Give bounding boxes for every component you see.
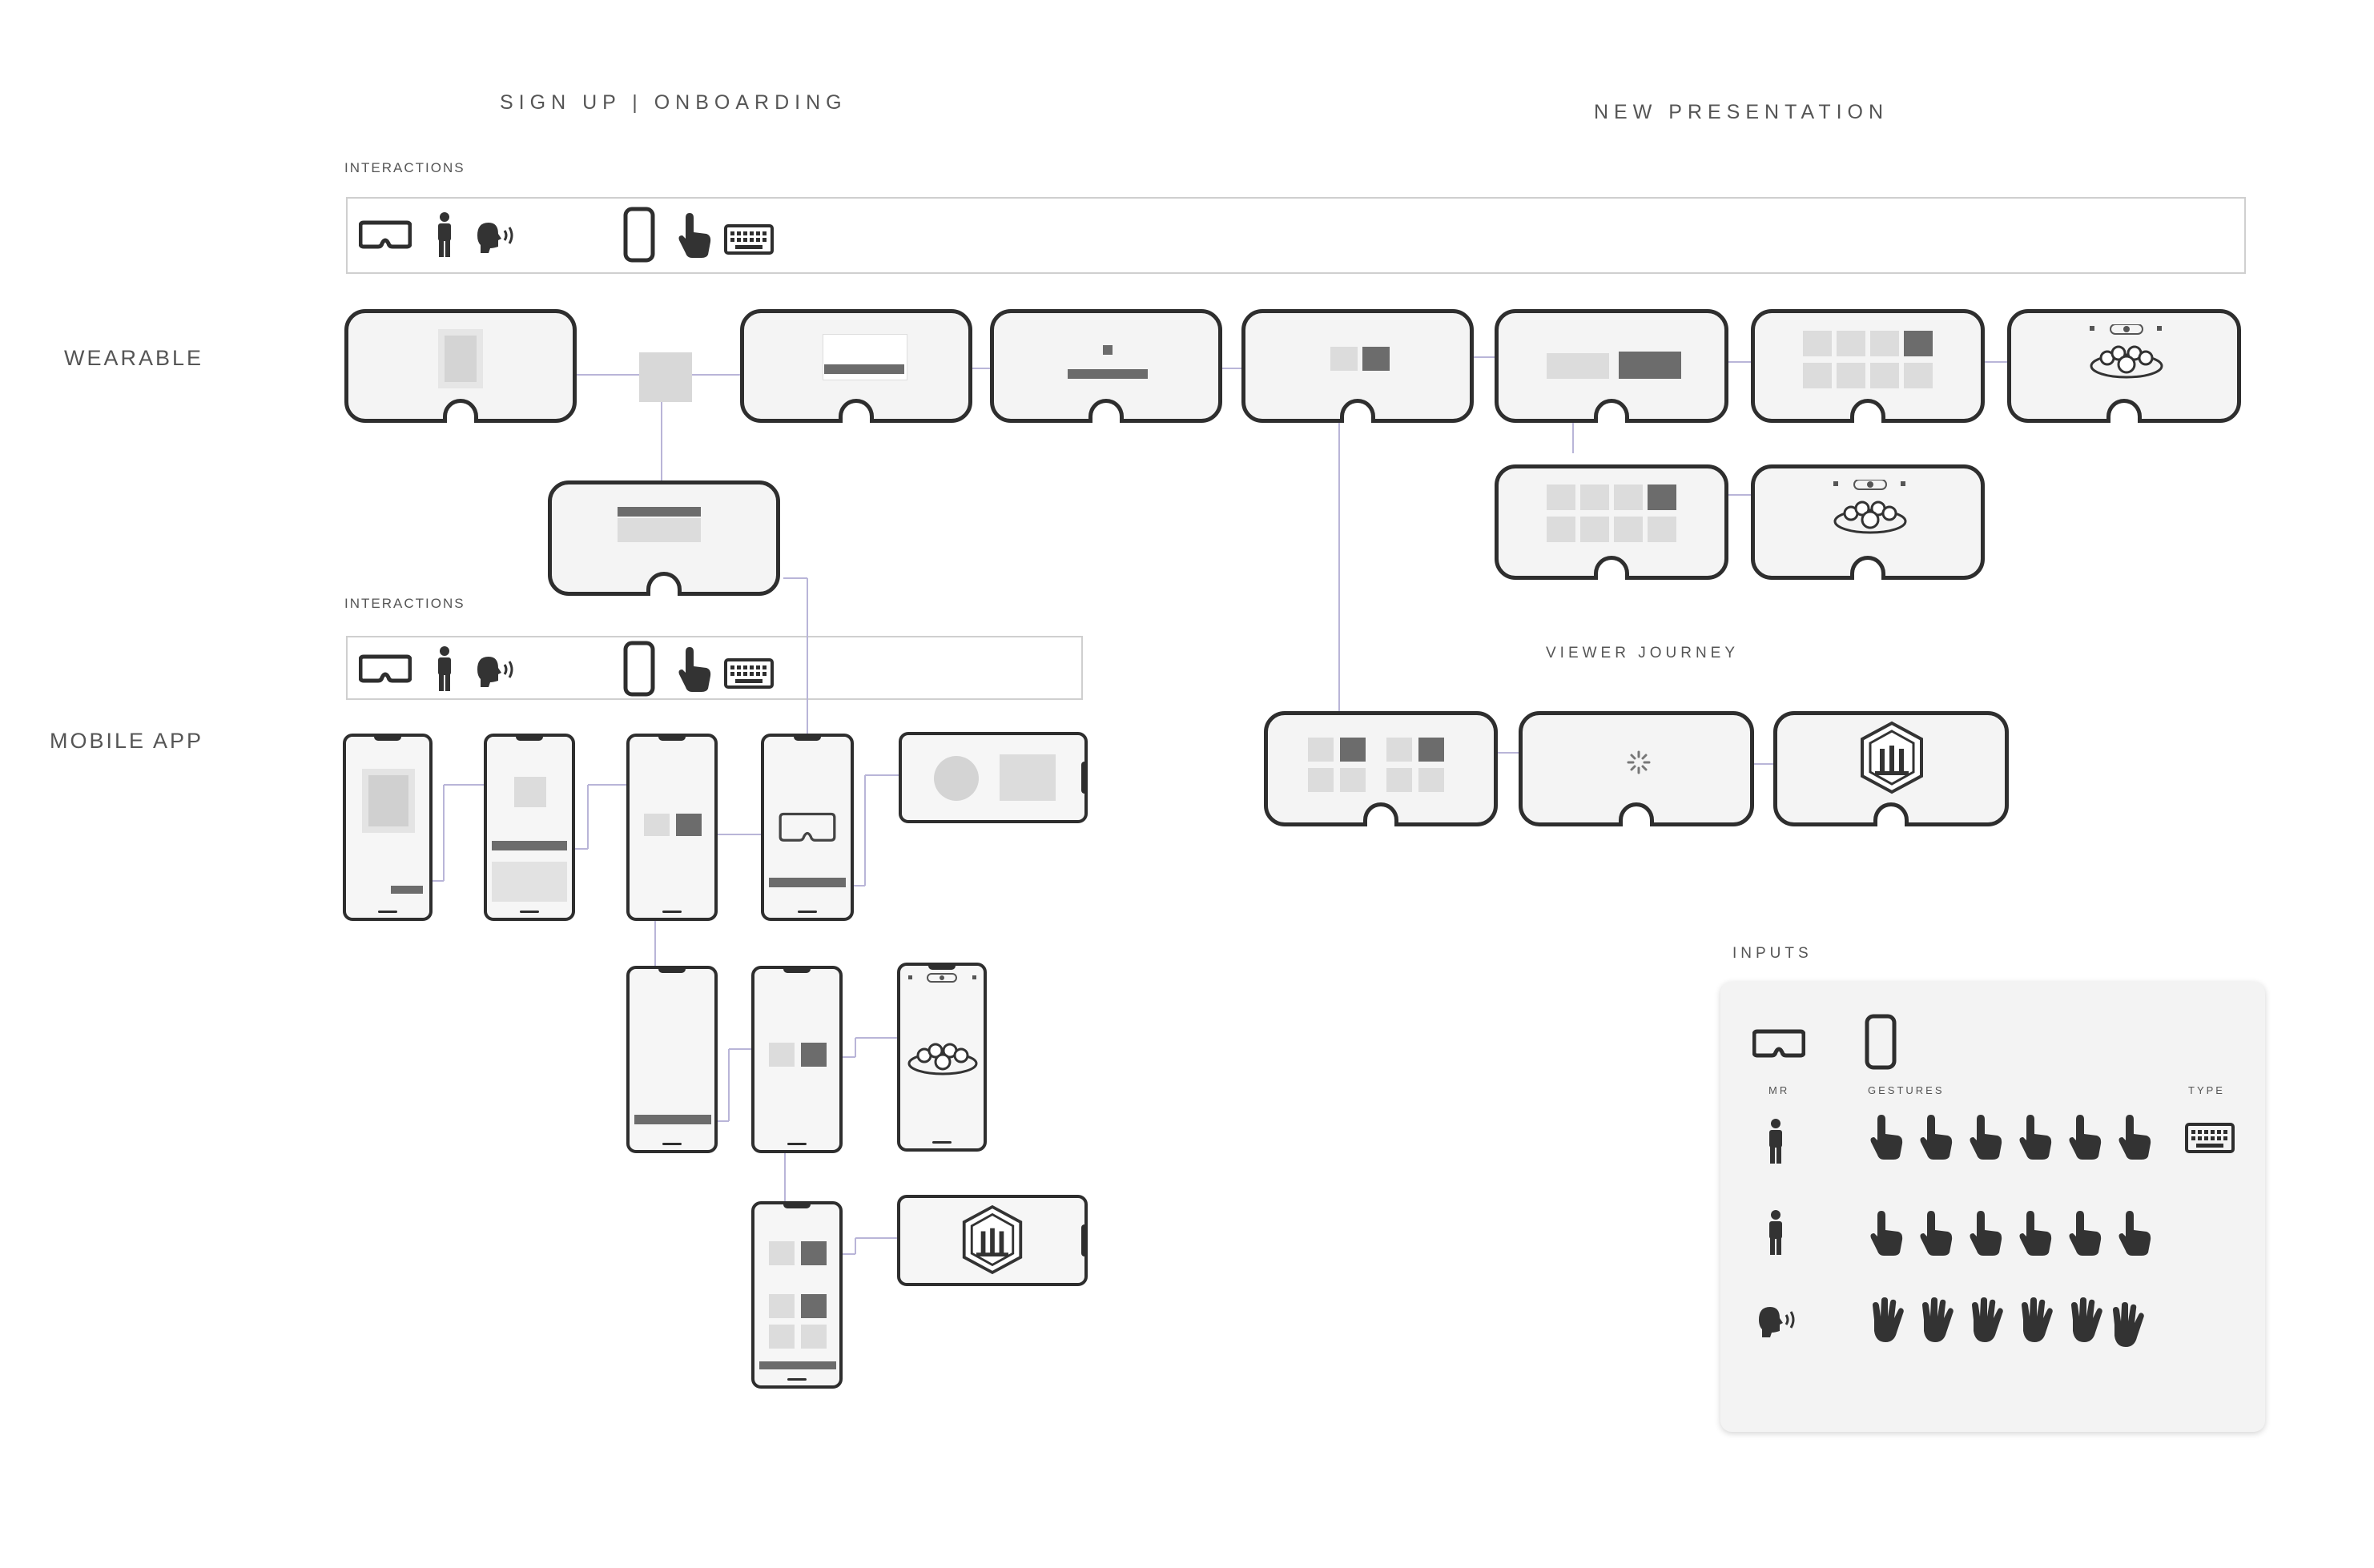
gesture-finger-pinch-icon [2069,1115,2102,1160]
voice-icon [477,657,513,687]
gesture-scroll-icon [1920,1211,1953,1256]
hand-tap-icon [678,647,711,692]
gesture-zoom-out-icon [2022,1297,2053,1342]
vr-headset-icon [359,220,412,249]
phone-icon [623,641,655,697]
mobile-scene-screen[interactable] [897,1195,1088,1286]
gesture-finger-hold-icon [2118,1115,2151,1160]
gesture-double-tap-icon [1920,1115,1953,1160]
gesture-swipe-down-icon [2118,1211,2151,1256]
wearable-login-screen[interactable] [740,309,972,423]
mobile-phone-paired-decision [639,352,692,402]
loading-spinner-icon [1627,750,1651,774]
keyboard-icon [724,658,774,689]
wearable-waiting-screen[interactable] [990,309,1222,423]
interactions-bar-mobile [346,636,1083,700]
gesture-finger-up-icon [2019,1115,2052,1160]
main-menu-carousel-icon [907,973,978,1075]
section-title-viewer-journey: VIEWER JOURNEY [1546,645,1740,661]
gesture-swipe-left-icon [1970,1211,2002,1256]
wearable-new-presentation-screen[interactable] [1495,309,1728,423]
phone-icon [1865,1014,1897,1070]
viewer-loading-screen[interactable] [1519,711,1754,826]
main-menu-carousel-icon [2090,324,2163,379]
gesture-swipe-right-icon [2019,1211,2052,1256]
mobile-main-menu-screen[interactable] [897,963,987,1152]
gesture-resize-icon [2113,1302,2144,1347]
wearable-view-or-create-screen[interactable] [1241,309,1474,423]
scene-logo-icon [962,1204,1023,1275]
gesture-rotate-right-icon [1922,1297,1954,1342]
section-title-new-presentation: NEW PRESENTATION [1594,101,1889,123]
gesture-pinch-icon [2071,1297,2102,1342]
section-title-signup: SIGN UP | ONBOARDING [500,91,847,114]
interactions-label-mobile: INTERACTIONS [344,596,465,611]
row-label-wearable: WEARABLE [64,346,204,370]
scene-logo-icon [1861,721,1923,794]
viewer-scene-screen[interactable] [1773,711,2009,826]
person-icon [1769,1210,1782,1255]
wearable-main-menu-screen-alt[interactable] [1751,464,1985,580]
keyboard-icon [724,224,774,255]
interactions-label-top: INTERACTIONS [344,160,465,175]
wearable-templates-screen[interactable] [1751,309,1985,423]
mobile-wearable-recognition-screen[interactable] [626,734,718,921]
mobile-waiting-screen[interactable] [626,966,718,1153]
mobile-controller-screen[interactable] [899,732,1088,823]
mobile-sign-in-screen[interactable] [484,734,575,921]
mobile-view-or-create-screen[interactable] [751,966,843,1153]
mobile-pair-with-device-screen[interactable] [761,734,854,921]
inputs-panel: MR GESTURES TYPE [1720,982,2265,1432]
wearable-templates-screen-alt[interactable] [1495,464,1728,580]
main-menu-carousel-icon [1833,480,1907,534]
gesture-tap-icon [1870,1115,1903,1160]
mobile-splash-screen[interactable] [343,734,433,921]
inputs-gestures-label: GESTURES [1868,1084,1945,1096]
vr-headset-icon [779,812,836,842]
interactions-bar-top [346,197,2246,274]
gesture-swipe-icon [1870,1211,1903,1256]
gesture-tap-hold-icon [1970,1115,2002,1160]
wearable-error-screen[interactable] [548,480,780,596]
vr-headset-icon [1752,1029,1805,1058]
gesture-rotate-left-icon [1873,1297,1904,1342]
gestures-grid [1870,1115,2151,1347]
gesture-swipe-up-icon [2069,1211,2102,1256]
inputs-type-label: TYPE [2188,1084,2225,1096]
voice-icon [1759,1307,1795,1337]
phone-icon [623,207,655,263]
hand-tap-icon [678,213,711,258]
wearable-splash-screen[interactable] [344,309,577,423]
section-title-inputs: INPUTS [1732,945,1813,962]
viewer-load-menu-screen[interactable] [1264,711,1498,826]
keyboard-icon [2185,1123,2235,1153]
mobile-options-menu-screen[interactable] [751,1201,843,1389]
wearable-main-menu-screen[interactable] [2007,309,2241,423]
inputs-mr-label: MR [1768,1084,1790,1096]
person-icon [438,212,451,257]
person-icon [438,646,451,691]
row-label-mobile-app: MOBILE APP [50,729,204,753]
gesture-zoom-in-icon [1972,1297,2003,1342]
person-icon [1769,1119,1782,1164]
vr-headset-icon [359,654,412,683]
voice-icon [477,223,513,253]
